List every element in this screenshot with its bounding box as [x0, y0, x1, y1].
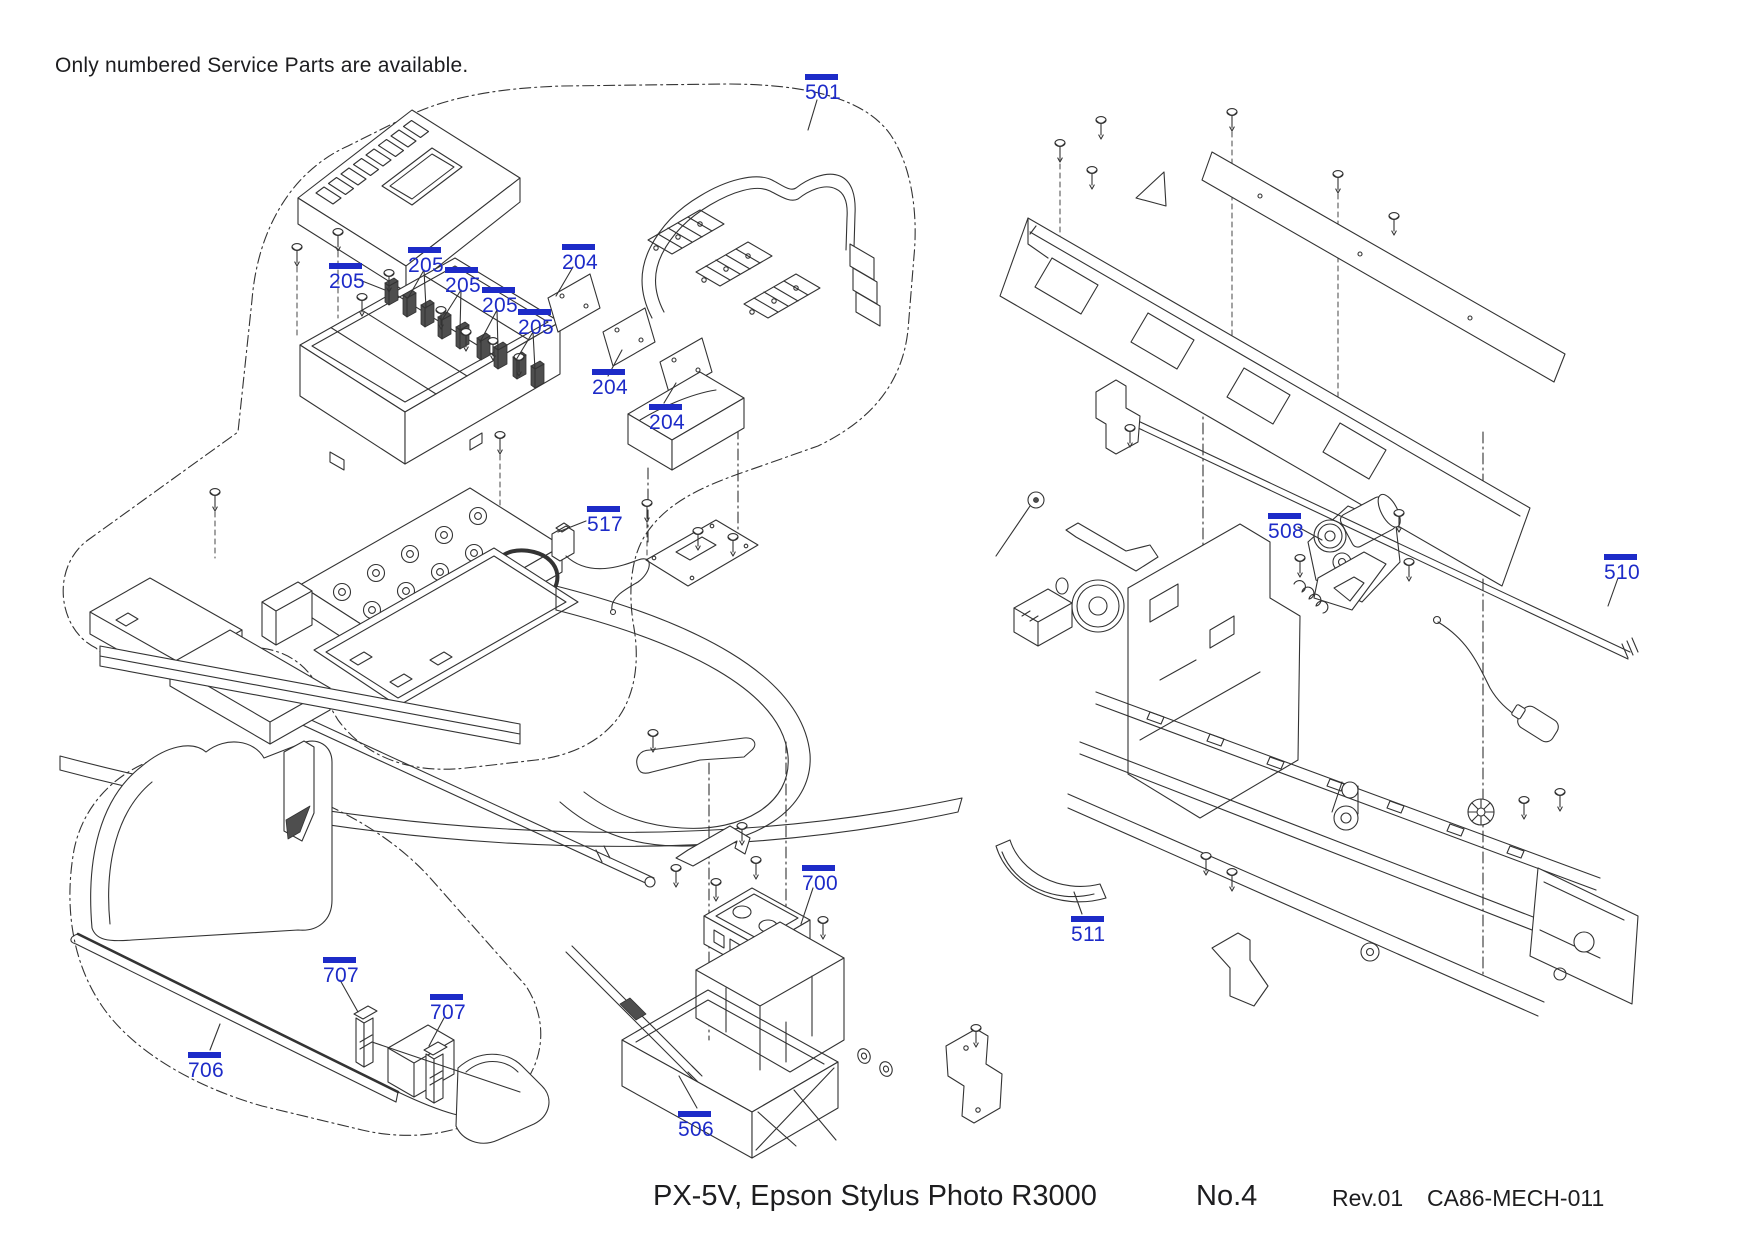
part-label-205: 205 — [329, 263, 365, 292]
motor-assembly-508 — [1293, 493, 1401, 614]
part-label-number: 205 — [445, 274, 481, 297]
part-label-bar — [678, 1111, 711, 1117]
part-label-bar — [592, 369, 625, 375]
footer-document-code: CA86-MECH-011 — [1427, 1185, 1605, 1211]
left-sheet-brackets — [89, 577, 521, 745]
part-label-bar — [1071, 916, 1104, 922]
pump-frame — [695, 921, 845, 1073]
part-label-bar — [329, 263, 362, 269]
part-label-bar — [587, 506, 620, 512]
part-label-number: 706 — [188, 1059, 224, 1082]
part-label-bar — [1268, 513, 1301, 519]
part-label-number: 707 — [430, 1001, 466, 1024]
part-label-bar — [802, 865, 835, 871]
footer-revision: Rev.01 — [1332, 1185, 1404, 1211]
part-label-205: 205 — [445, 267, 481, 296]
part-label-bar — [562, 244, 595, 250]
carriage-assembly — [261, 487, 579, 707]
part-label-number: 508 — [1268, 520, 1304, 543]
part-label-bar — [518, 309, 551, 315]
part-label-707: 707 — [323, 957, 359, 986]
top-cover-part — [297, 109, 521, 293]
part-label-706: 706 — [188, 1052, 224, 1081]
part-label-number: 205 — [518, 316, 554, 339]
part-label-204: 204 — [649, 404, 685, 433]
part-label-number: 204 — [649, 411, 685, 434]
part-label-bar — [805, 74, 838, 80]
part-label-number: 506 — [678, 1118, 714, 1141]
cable-guide-loop — [555, 585, 811, 847]
part-label-bar — [482, 287, 515, 293]
part-label-bar — [408, 247, 441, 253]
fan-wheel — [1467, 798, 1495, 826]
main-chassis-frame — [995, 491, 1639, 1017]
waste-box-506 — [621, 989, 839, 1159]
part-label-number: 517 — [587, 513, 623, 536]
part-label-bar — [445, 267, 478, 273]
availability-note: Only numbered Service Parts are availabl… — [55, 54, 469, 77]
front-cover-group — [70, 740, 550, 1144]
part-label-number: 510 — [1604, 561, 1640, 584]
ground-bracket — [636, 737, 756, 774]
sensor-517 — [551, 522, 650, 616]
part-label-517: 517 — [587, 506, 623, 535]
front-guide-frame — [59, 755, 1107, 903]
part-label-number: 205 — [329, 270, 365, 293]
footer-model-title: PX-5V, Epson Stylus Photo R3000 — [653, 1180, 1097, 1212]
part-label-number: 205 — [408, 254, 444, 277]
part-label-205: 205 — [408, 247, 444, 276]
part-label-700: 700 — [802, 865, 838, 894]
part-label-number: 707 — [323, 964, 359, 987]
part-label-number: 204 — [592, 376, 628, 399]
part-label-number: 700 — [802, 872, 838, 895]
seal-rings — [857, 1048, 893, 1077]
pump-shaft — [565, 945, 703, 1083]
part-label-number: 205 — [482, 294, 518, 317]
power-plug — [1511, 704, 1559, 743]
ffc-ribbon-cable — [641, 173, 881, 327]
part-label-508: 508 — [1268, 513, 1304, 542]
part-label-501: 501 — [805, 74, 841, 103]
part-label-204: 204 — [592, 369, 628, 398]
top-frame-plate — [999, 151, 1566, 587]
part-label-number: 501 — [805, 81, 841, 104]
part-label-number: 204 — [562, 251, 598, 274]
part-label-bar — [430, 994, 463, 1000]
leader-lines — [209, 99, 1619, 1109]
part-label-204: 204 — [562, 244, 598, 273]
part-label-510: 510 — [1604, 554, 1640, 583]
part-label-511: 511 — [1071, 916, 1105, 945]
part-label-707: 707 — [430, 994, 466, 1023]
part-label-bar — [323, 957, 356, 963]
part-label-205: 205 — [482, 287, 518, 316]
part-label-205: 205 — [518, 309, 554, 338]
carriage-shaft-510 — [1095, 379, 1639, 660]
footer-sheet-number: No.4 — [1196, 1180, 1258, 1212]
valve-frame-parts — [547, 209, 821, 397]
part-label-506: 506 — [678, 1111, 714, 1140]
part-label-bar — [649, 404, 682, 410]
strap-bracket — [945, 1028, 1003, 1124]
part-label-bar — [1604, 554, 1637, 560]
part-label-number: 511 — [1071, 923, 1106, 946]
part-label-bar — [188, 1052, 221, 1058]
